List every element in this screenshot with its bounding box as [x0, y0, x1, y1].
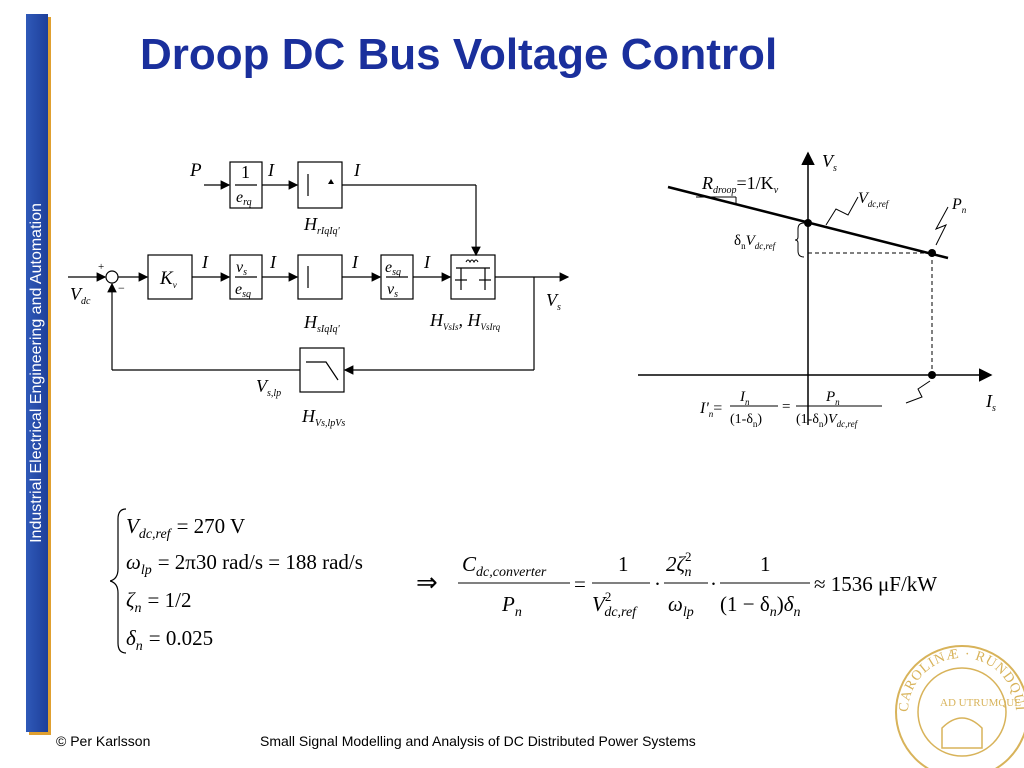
svg-text:=: =: [782, 399, 790, 415]
university-seal-icon: CAROLINÆ · RUNDQUIANÆ · SIGILL AD UTRUMQ…: [888, 628, 1024, 768]
svg-text:·: ·: [654, 572, 661, 596]
output-vs: Vs: [546, 290, 561, 313]
block3-den: vs: [387, 281, 398, 300]
delta-vdc-label: δnVdc,ref: [734, 233, 777, 251]
block1-den: erq: [236, 189, 252, 208]
droop-plot: Vs Is Rdroop=1/Kv Vdc,ref Pn δnVdc,ref I…: [638, 151, 996, 429]
signal-irq-out: I: [353, 160, 361, 180]
svg-text:=: =: [574, 572, 586, 596]
eq-delta: δn= 0.025: [126, 626, 213, 654]
svg-text:Pn: Pn: [825, 389, 840, 407]
footer-copyright: © Per Karlsson: [56, 733, 151, 749]
block1-num: 1: [241, 162, 250, 182]
eq-omega: ωlp= 2π30 rad/s = 188 rad/s: [126, 550, 363, 578]
signal-is-ref: I: [201, 252, 209, 272]
eq-vdcref: Vdc,ref= 270 V: [126, 514, 245, 542]
label-h-top: HrIqIq': [303, 214, 341, 237]
in-prime-formula: I'n= In (1-δn) = Pn (1-δn)Vdc,ref: [699, 389, 882, 429]
input-top: P: [189, 160, 202, 181]
block-diagram: P 1 erq I I HrIqIq' Vdc + − Kv I vs esq …: [68, 160, 570, 429]
label-h-lp: HVs,lpVs: [301, 406, 345, 429]
sidebar-bar: [26, 14, 48, 732]
svg-text:I'n=: I'n=: [699, 400, 722, 419]
svg-text:·: ·: [710, 572, 717, 596]
block2-den: esq: [235, 281, 251, 300]
x-axis-label: Is: [985, 391, 996, 414]
svg-text:(1-δn)Vdc,ref: (1-δn)Vdc,ref: [796, 412, 859, 429]
equations: Vdc,ref= 270 V ωlp= 2π30 rad/s = 188 rad…: [110, 508, 937, 654]
slide-title: Droop DC Bus Voltage Control: [140, 30, 778, 79]
r-droop-label: Rdroop=1/Kv: [701, 173, 779, 196]
block3-num: esq: [385, 259, 401, 278]
label-h-vs: HVsIs, HVsIrq: [429, 310, 501, 332]
frac-2-den: ωlp: [668, 592, 694, 620]
signal-isq: I: [351, 252, 359, 272]
frac-cdc-den: Pn: [501, 592, 522, 620]
pn-label: Pn: [951, 196, 967, 215]
y-axis-label: Vs: [822, 151, 837, 174]
vdc-ref-label: Vdc,ref: [858, 190, 890, 209]
minus-sign: −: [118, 281, 125, 295]
frac-3-den: (1 − δn)δn: [720, 592, 801, 620]
input-ref: Vdc: [70, 284, 91, 307]
result-value: ≈ 1536 μF/kW: [814, 572, 937, 596]
sidebar-text: Industrial Electrical Engineering and Au…: [28, 203, 45, 543]
frac-3-num: 1: [760, 552, 771, 576]
block2-num: vs: [236, 259, 247, 278]
signal-isq-ref: I: [269, 252, 277, 272]
plus-sign: +: [98, 261, 104, 273]
gain-block: Kv: [159, 268, 177, 290]
signal-is: I: [423, 252, 431, 272]
implies-arrow: ⇒: [416, 568, 438, 597]
svg-text:(1-δn): (1-δn): [730, 412, 762, 429]
footer-presentation-title: Small Signal Modelling and Analysis of D…: [260, 733, 696, 749]
label-h-mid: HsIqIq': [303, 312, 341, 335]
svg-text:AD UTRUMQUE: AD UTRUMQUE: [940, 697, 1021, 709]
eq-zeta: ζn= 1/2: [126, 588, 191, 616]
frac-1-num: 1: [618, 552, 629, 576]
svg-text:In: In: [739, 389, 750, 407]
sidebar-text-container: Industrial Electrical Engineering and Au…: [26, 14, 48, 732]
feedback-vslp: Vs,lp: [256, 376, 281, 399]
frac-cdc-num: Cdc,converter: [462, 552, 547, 580]
signal-irq-ref: I: [267, 160, 275, 180]
